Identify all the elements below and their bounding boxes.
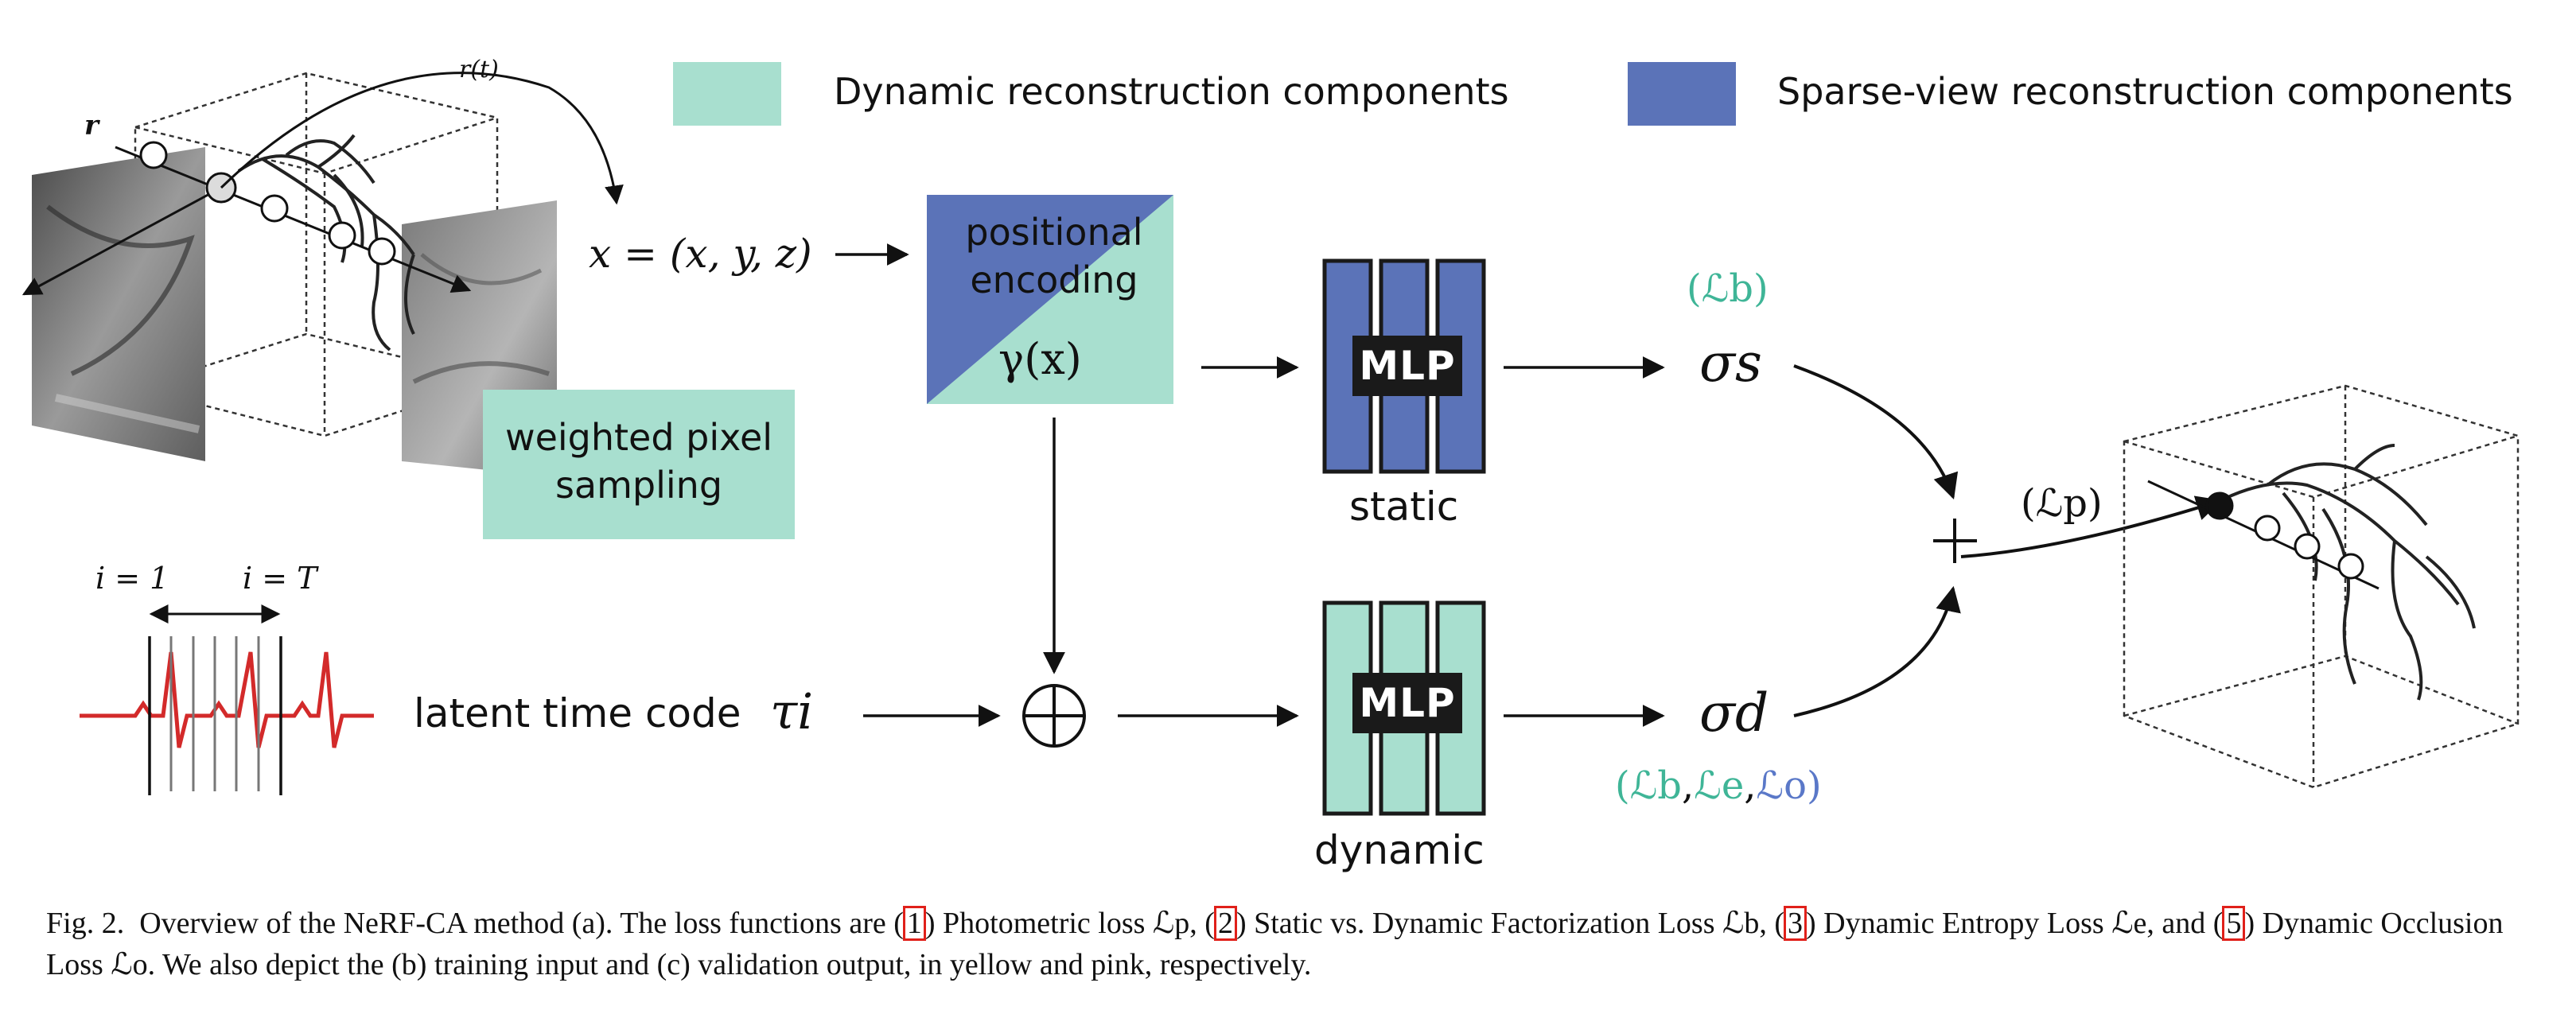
i-equals-T-label: i = T: [243, 561, 317, 596]
tau-i-label: τi: [770, 682, 814, 740]
x-equation: x = (x, y, z): [589, 231, 812, 277]
caption-ref-1[interactable]: 1: [902, 906, 926, 941]
output-sample-points: [2205, 491, 2364, 580]
comma-2: ,: [1744, 763, 1757, 808]
plus-symbol: [1933, 519, 1977, 563]
mlp-static-label: MLP: [1352, 336, 1462, 396]
oplus-symbol: [1022, 684, 1086, 748]
ecg-signal: [80, 604, 374, 795]
ray-line-back: [21, 186, 222, 296]
caption-part-4: ) Dynamic Entropy Loss ℒe, and (: [1806, 907, 2224, 940]
static-label: static: [1349, 484, 1459, 530]
pe-split-blue-tri: [927, 195, 1173, 404]
caption-part-2: ) Photometric loss ℒp, (: [924, 907, 1215, 940]
latent-time-code-label: latent time code: [414, 690, 741, 736]
i-equals-1-label: i = 1: [95, 561, 169, 596]
caption-ref-3[interactable]: 3: [1784, 906, 1807, 941]
legend-label-dynamic: Dynamic reconstruction components: [834, 70, 1509, 113]
paren-open: (: [1615, 763, 1630, 808]
arrow-sigma-d-to-plus: [1793, 585, 1961, 717]
caption-part-1: Fig. 2. Overview of the NeRF-CA method (…: [46, 907, 904, 940]
gamma-x-label: γ(x): [998, 334, 1082, 384]
ray-t-label: r(t): [459, 56, 499, 84]
loss-bottom-b: ℒb: [1629, 763, 1683, 808]
legend-swatch-dynamic: [673, 62, 781, 126]
output-cube: [2123, 384, 2520, 789]
vessel-tree-output: [2219, 444, 2476, 701]
positional-encoding-label: positional encoding: [965, 211, 1143, 301]
paren-close: ): [1807, 763, 1822, 808]
arrow-plus-to-output: [1960, 495, 2223, 558]
xray-projection-left: [32, 147, 205, 461]
caption-part-3: ) Static vs. Dynamic Factorization Loss …: [1235, 907, 1785, 940]
loss-p-label: (ℒp): [2021, 481, 2103, 526]
caption-ref-5[interactable]: 5: [2222, 906, 2246, 941]
ray-t-arrow: [220, 72, 624, 205]
caption-ref-2[interactable]: 2: [1213, 906, 1237, 941]
sigma-d-label: σd: [1699, 682, 1769, 744]
weighted-pixel-sampling-label: weighted pixel sampling: [504, 416, 773, 507]
loss-bottom-group: (ℒb,ℒe,ℒo): [1615, 763, 1822, 808]
legend-label-sparse: Sparse-view reconstruction components: [1777, 70, 2513, 113]
figure-caption: Fig. 2. Overview of the NeRF-CA method (…: [46, 903, 2528, 985]
loss-bottom-e: ℒe: [1694, 763, 1745, 808]
arrow-sigma-s-to-plus: [1793, 364, 1959, 500]
ray-label: r: [84, 110, 99, 142]
ray-line: [115, 146, 472, 293]
loss-b-top-label: (ℒb): [1687, 266, 1769, 311]
comma-1: ,: [1682, 763, 1695, 808]
weighted-pixel-sampling-box: [483, 390, 795, 539]
sigma-s-label: σs: [1699, 332, 1762, 394]
mlp-dynamic-label: MLP: [1352, 673, 1462, 733]
caption-part-5: ) Dynamic Occlusion Loss ℒo. We also dep…: [46, 907, 2511, 981]
dynamic-label: dynamic: [1314, 827, 1485, 873]
loss-bottom-o: ℒo: [1756, 763, 1807, 808]
legend-swatch-sparse: [1628, 62, 1736, 126]
